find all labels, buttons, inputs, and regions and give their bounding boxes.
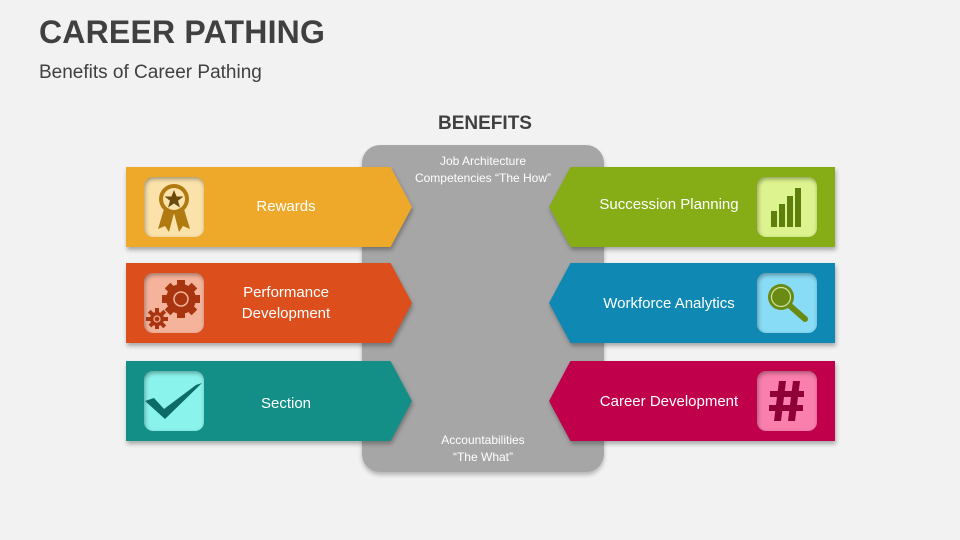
center-bottom-text: Accountabilities “The What” xyxy=(362,432,604,466)
card-workforce-analytics: Workforce Analytics xyxy=(549,263,835,343)
job-architecture-label: Job Architecture xyxy=(439,154,527,168)
card-label: Career Development xyxy=(579,391,759,412)
succession-planning-label: Succession Planning xyxy=(599,196,739,213)
card-label: Rewards xyxy=(222,196,350,217)
rewards-label: Rewards xyxy=(256,198,316,215)
checkmark-icon xyxy=(144,371,204,431)
magnifier-icon xyxy=(757,273,817,333)
benefits-heading: BENEFITS xyxy=(438,113,532,134)
the-what-label: “The What” xyxy=(452,450,513,464)
center-top-text: Job Architecture Competencies “The How” xyxy=(362,153,604,187)
page-subtitle: Benefits of Career Pathing xyxy=(39,62,262,83)
bar-chart-icon xyxy=(757,177,817,237)
card-performance-development: Performance Development xyxy=(126,263,412,343)
card-label: Performance Development xyxy=(222,282,350,324)
development-label: Development xyxy=(241,305,331,322)
page-title: CAREER PATHING xyxy=(39,14,326,50)
hashtag-icon xyxy=(757,371,817,431)
card-section: Section xyxy=(126,361,412,441)
section-label: Section xyxy=(260,395,312,412)
card-label: Workforce Analytics xyxy=(579,293,759,314)
award-ribbon-icon xyxy=(144,177,204,237)
gears-icon xyxy=(144,273,204,333)
accountabilities-label: Accountabilities xyxy=(441,433,525,447)
performance-label: Performance xyxy=(243,284,329,301)
card-career-development: Career Development xyxy=(549,361,835,441)
competencies-label: Competencies “The How” xyxy=(414,171,552,185)
career-development-label: Career Development xyxy=(599,393,739,410)
card-label: Succession Planning xyxy=(579,194,759,215)
card-succession-planning: Succession Planning xyxy=(549,167,835,247)
card-rewards: Rewards xyxy=(126,167,412,247)
workforce-analytics-label: Workforce Analytics xyxy=(603,295,735,312)
card-label: Section xyxy=(222,393,350,414)
